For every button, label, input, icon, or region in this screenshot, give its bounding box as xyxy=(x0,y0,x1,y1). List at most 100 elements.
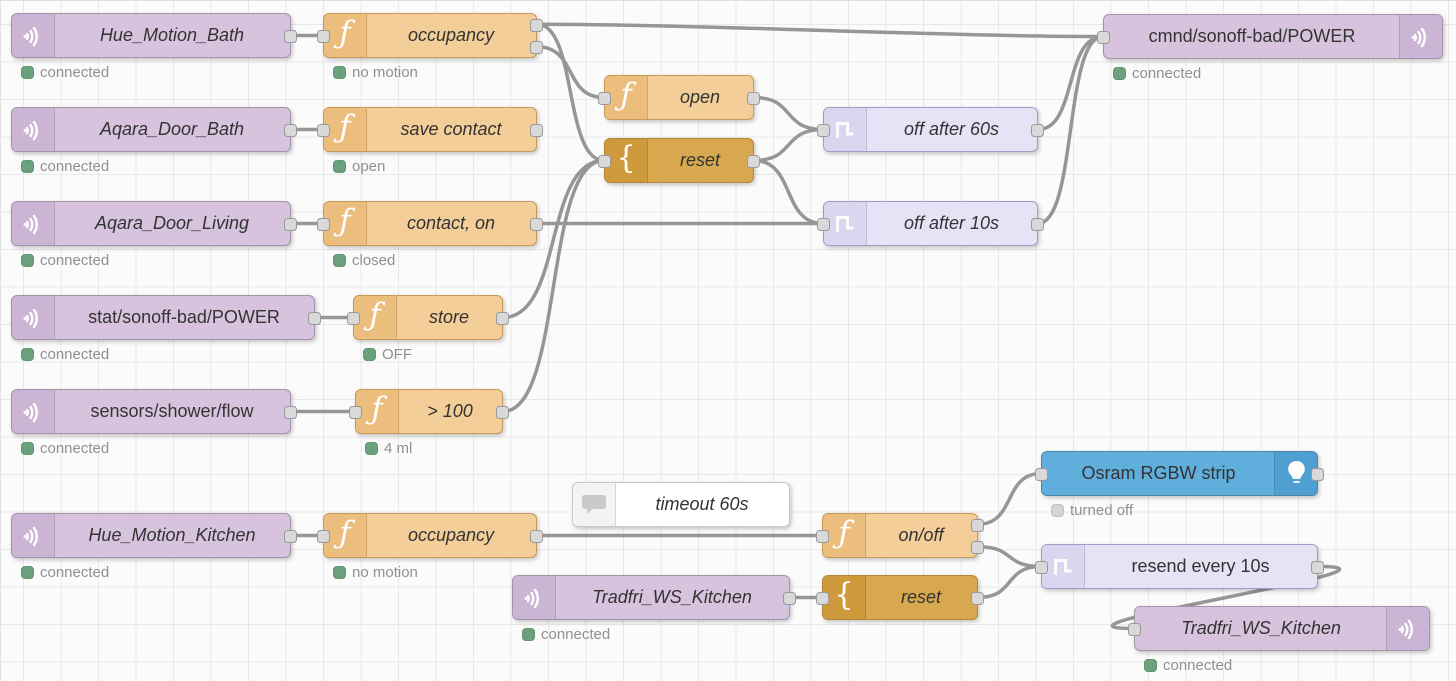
wire-occupancy-bath-to-cmnd-sonoff-bad-power[interactable] xyxy=(535,22,1105,39)
wire-gt-100-to-reset-bath[interactable] xyxy=(501,158,606,414)
output-port-0[interactable] xyxy=(971,518,984,532)
node-reset-kitchen[interactable]: {reset xyxy=(816,575,984,620)
output-port-0[interactable] xyxy=(530,218,543,231)
wire-open-to-off-after-60s[interactable] xyxy=(752,95,825,132)
output-port-0[interactable] xyxy=(1311,561,1324,574)
status-dot xyxy=(365,442,378,455)
wire-reset-bath-to-off-after-60s[interactable] xyxy=(752,127,825,163)
wire-reset-kitchen-to-resend-every-10s[interactable] xyxy=(976,564,1043,600)
status-text: connected xyxy=(40,64,110,81)
output-port-0[interactable] xyxy=(747,155,760,168)
node-resend-every-10s[interactable]: resend every 10s xyxy=(1035,544,1324,589)
output-port-0[interactable] xyxy=(496,312,509,325)
node-gt-100[interactable]: ƒ> 100 xyxy=(349,389,509,434)
input-port[interactable] xyxy=(1035,561,1048,574)
input-port[interactable] xyxy=(817,124,830,137)
node-status: connected xyxy=(21,252,109,269)
input-port[interactable] xyxy=(1128,623,1141,636)
node-label: timeout 60s xyxy=(655,494,749,514)
node-label: Hue_Motion_Kitchen xyxy=(88,525,256,545)
wire-reset-bath-to-off-after-10s[interactable] xyxy=(752,158,825,226)
wire-occupancy-bath-to-reset-bath[interactable] xyxy=(535,22,606,163)
node-status: connected xyxy=(21,564,109,581)
node-label: Aqara_Door_Bath xyxy=(99,119,245,139)
status-text: closed xyxy=(352,252,396,269)
node-hue-motion-kitchen[interactable]: Hue_Motion_Kitchen xyxy=(11,513,297,558)
output-port-0[interactable] xyxy=(496,406,509,419)
node-label: sensors/shower/flow xyxy=(90,401,254,421)
wire-on-off-to-resend-every-10s[interactable] xyxy=(976,545,1043,569)
output-port-0[interactable] xyxy=(530,18,543,32)
output-port-0[interactable] xyxy=(1311,468,1324,481)
output-port-0[interactable] xyxy=(284,530,297,543)
wire-on-off-to-osram-rgbw-strip[interactable] xyxy=(976,471,1043,526)
node-status: no motion xyxy=(333,64,418,81)
node-tradfri-ws-kitchen-out[interactable]: Tradfri_WS_Kitchen xyxy=(1128,606,1430,651)
node-timeout-comment[interactable]: timeout 60s xyxy=(572,482,790,527)
wifi-icon xyxy=(513,576,556,619)
node-label: Tradfri_WS_Kitchen xyxy=(592,587,752,607)
status-text: OFF xyxy=(382,346,412,363)
output-port-1[interactable] xyxy=(530,41,543,55)
node-label: off after 10s xyxy=(903,213,1000,233)
node-hue-motion-bath[interactable]: Hue_Motion_Bath xyxy=(11,13,297,58)
node-aqara-door-living[interactable]: Aqara_Door_Living xyxy=(11,201,297,246)
node-reset-bath[interactable]: {reset xyxy=(598,138,760,183)
output-port-0[interactable] xyxy=(530,530,543,543)
wire-resend-every-10s-to-tradfri-ws-kitchen-out[interactable] xyxy=(1110,564,1342,631)
node-stat-sonoff-bad-power[interactable]: stat/sonoff-bad/POWER xyxy=(11,295,321,340)
output-port-0[interactable] xyxy=(284,218,297,231)
status-text: no motion xyxy=(352,564,418,581)
node-label: cmnd/sonoff-bad/POWER xyxy=(1148,26,1356,46)
input-port[interactable] xyxy=(598,155,611,168)
node-off-after-60s[interactable]: off after 60s xyxy=(817,107,1044,152)
wifi-icon xyxy=(12,390,55,433)
output-port-0[interactable] xyxy=(284,124,297,137)
node-osram-rgbw-strip[interactable]: Osram RGBW strip xyxy=(1035,451,1324,496)
node-aqara-door-bath[interactable]: Aqara_Door_Bath xyxy=(11,107,297,152)
input-port[interactable] xyxy=(317,30,330,43)
input-port[interactable] xyxy=(598,92,611,105)
output-port-1[interactable] xyxy=(971,541,984,555)
speech-bubble-icon xyxy=(573,483,616,526)
input-port[interactable] xyxy=(317,530,330,543)
output-port-0[interactable] xyxy=(783,592,796,605)
output-port-0[interactable] xyxy=(1031,124,1044,137)
wire-store-to-reset-bath[interactable] xyxy=(501,158,606,320)
input-port[interactable] xyxy=(317,218,330,231)
input-port[interactable] xyxy=(1035,468,1048,481)
status-text: connected xyxy=(541,626,611,643)
wifi-icon xyxy=(12,202,55,245)
wire-off-after-60s-to-cmnd-sonoff-bad-power[interactable] xyxy=(1036,34,1105,132)
input-port[interactable] xyxy=(347,312,360,325)
output-port-0[interactable] xyxy=(284,30,297,43)
input-port[interactable] xyxy=(816,592,829,605)
node-cmnd-sonoff-bad-power[interactable]: cmnd/sonoff-bad/POWER xyxy=(1097,14,1443,59)
input-port[interactable] xyxy=(817,218,830,231)
output-port-0[interactable] xyxy=(1031,218,1044,231)
output-port-0[interactable] xyxy=(308,312,321,325)
node-sensors-shower-flow[interactable]: sensors/shower/flow xyxy=(11,389,297,434)
output-port-0[interactable] xyxy=(284,406,297,419)
output-port-0[interactable] xyxy=(530,124,543,137)
wire-occupancy-bath-to-open[interactable] xyxy=(535,45,606,100)
input-port[interactable] xyxy=(349,406,362,419)
wire-off-after-10s-to-cmnd-sonoff-bad-power[interactable] xyxy=(1036,34,1105,226)
output-port-0[interactable] xyxy=(971,592,984,605)
status-dot xyxy=(522,628,535,641)
input-port[interactable] xyxy=(317,124,330,137)
input-port[interactable] xyxy=(816,530,829,543)
input-port[interactable] xyxy=(1097,31,1110,44)
node-label: Tradfri_WS_Kitchen xyxy=(1181,618,1341,638)
output-port-0[interactable] xyxy=(747,92,760,105)
node-tradfri-ws-kitchen-in[interactable]: Tradfri_WS_Kitchen xyxy=(512,575,796,620)
node-off-after-10s[interactable]: off after 10s xyxy=(817,201,1044,246)
